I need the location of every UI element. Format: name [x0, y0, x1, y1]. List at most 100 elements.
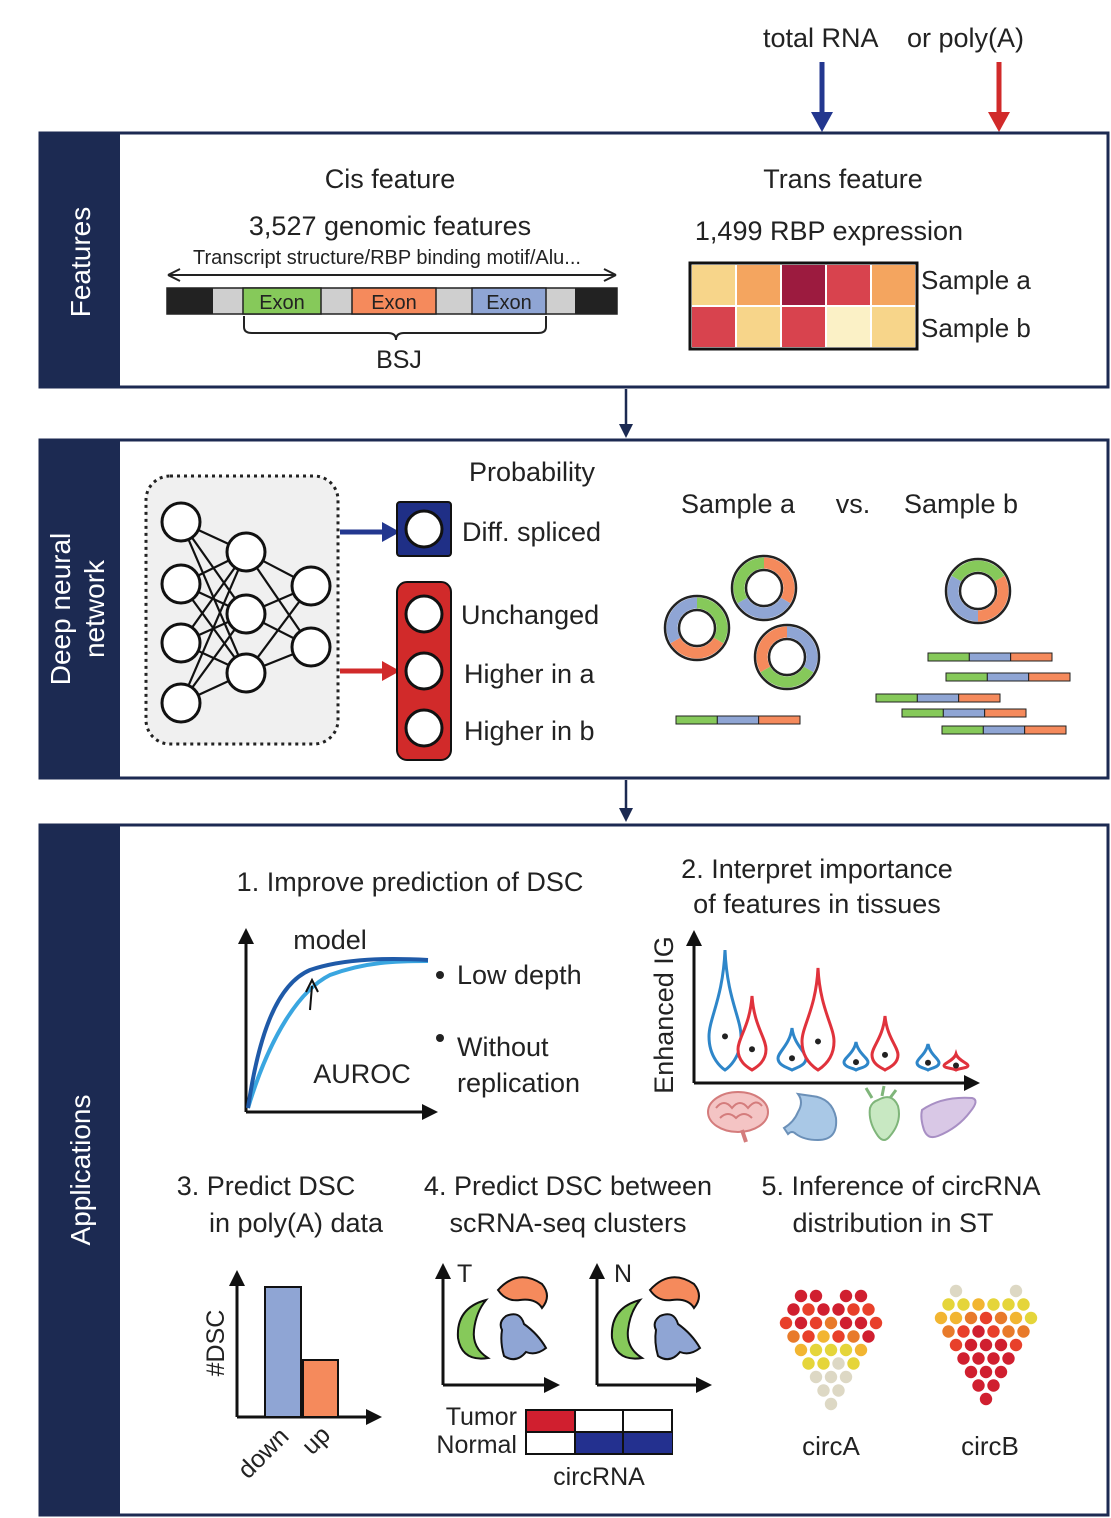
violin	[800, 967, 836, 1072]
spatial-dot	[847, 1303, 860, 1316]
nn-node	[225, 531, 267, 573]
violin-median	[882, 1051, 888, 1058]
exon-label-1: Exon	[259, 292, 305, 314]
cis-span-arrow	[167, 268, 617, 282]
nn-node	[160, 622, 202, 664]
app4-title-line2: scRNA-seq clusters	[449, 1208, 686, 1238]
spatial-dot	[949, 1338, 963, 1352]
violin	[736, 995, 768, 1072]
app4-tumor-plot	[435, 1263, 560, 1393]
spatial-dot	[1002, 1298, 1015, 1311]
spatial-dot	[862, 1330, 875, 1343]
ring-outline	[730, 554, 798, 622]
spatial-dot	[934, 1311, 948, 1325]
bullet-1	[436, 971, 444, 979]
spatial-dot	[839, 1316, 853, 1330]
dnn-side-label-1: Deep neural	[45, 533, 76, 686]
cluster-green-n	[610, 1298, 645, 1360]
cluster-blue-t	[499, 1313, 548, 1361]
spatial-dot	[839, 1289, 853, 1303]
app1-bullet2b: replication	[457, 1068, 580, 1098]
app1-model-label: model	[293, 925, 367, 955]
spatial-dot	[817, 1384, 830, 1397]
circrna-rings	[663, 554, 1012, 691]
read-segment	[986, 672, 1030, 682]
spatial-dot	[994, 1311, 1008, 1325]
applications-panel: Applications 1. Improve prediction of DS…	[38, 823, 1110, 1517]
bullet-2	[436, 1034, 444, 1042]
ring-inner	[677, 608, 717, 648]
heart-icon	[864, 1085, 900, 1141]
polya-arrow	[988, 62, 1010, 132]
spatial-dot	[987, 1352, 1000, 1365]
violin-median	[749, 1046, 755, 1053]
nn-node	[160, 682, 202, 724]
spatial-dot	[1009, 1311, 1023, 1325]
spatial-dot	[817, 1330, 830, 1343]
spatial-dot	[854, 1316, 868, 1330]
ring-outline	[944, 557, 1012, 625]
ring-segment	[786, 626, 818, 673]
read-segment	[942, 708, 986, 718]
read-segment	[945, 672, 988, 682]
read-segment	[1024, 725, 1067, 735]
spatial-dot	[832, 1384, 845, 1397]
spatial-dot	[964, 1338, 978, 1352]
app3-ylabel: #DSC	[202, 1310, 230, 1377]
violin-median	[789, 1055, 795, 1062]
spatial-dot	[972, 1379, 985, 1392]
app4-normal-plot	[589, 1263, 712, 1393]
nn-node	[225, 593, 267, 635]
dnn-vs-label: vs.	[836, 489, 871, 519]
diff-spliced-output	[396, 501, 452, 557]
exon-label-2: Exon	[371, 292, 417, 314]
liver-icon	[920, 1096, 977, 1139]
cluster-orange-n	[648, 1276, 700, 1310]
spatial-dot	[802, 1357, 815, 1370]
probability-label: Probability	[469, 457, 596, 487]
read-segment	[968, 652, 1012, 662]
unchanged-label: Unchanged	[461, 600, 599, 630]
spatial-dot	[824, 1370, 838, 1384]
spatial-dot	[942, 1325, 955, 1338]
violin	[870, 1015, 900, 1072]
app3-bar-chart	[229, 1270, 382, 1425]
read-segment	[941, 725, 984, 735]
spatial-dot	[824, 1343, 838, 1357]
spatial-dot	[972, 1298, 985, 1311]
spatial-dot	[957, 1298, 970, 1311]
heatmap-cell	[737, 265, 780, 305]
ring-outline	[753, 623, 821, 691]
spatial-dot	[1002, 1325, 1015, 1338]
ring-segment	[733, 557, 765, 604]
read-segment	[758, 715, 801, 725]
read-segment	[875, 693, 918, 703]
violin-median	[815, 1038, 821, 1045]
spatial-dot	[809, 1289, 823, 1303]
spatial-dot	[832, 1330, 845, 1343]
app5-title-line2: distribution in ST	[792, 1208, 993, 1238]
stomach-icon	[782, 1092, 838, 1142]
bar-down	[264, 1286, 302, 1418]
app3-title-line1: 3. Predict DSC	[177, 1171, 356, 1201]
spatial-dot	[972, 1352, 985, 1365]
ring-segment	[977, 575, 1009, 622]
app1-bullet2a: Without	[457, 1032, 549, 1062]
spatial-dot	[862, 1303, 875, 1316]
heatmap-cell	[872, 307, 915, 347]
heatmap-cell	[827, 307, 870, 347]
app1-roc-plot	[238, 928, 438, 1120]
spatial-dot	[817, 1357, 830, 1370]
spatial-dot	[972, 1325, 985, 1338]
spatial-dot	[802, 1330, 815, 1343]
app4-circrna-label: circRNA	[553, 1463, 645, 1491]
spatial-dot	[949, 1284, 963, 1298]
spatial-dot	[979, 1392, 993, 1406]
bar-up	[302, 1359, 339, 1418]
ring-segment	[666, 597, 698, 644]
ring-outline	[663, 594, 731, 662]
app3-title-line2: in poly(A) data	[209, 1208, 384, 1238]
spatial-dot	[979, 1365, 993, 1379]
spatial-dot	[824, 1397, 838, 1411]
spatial-dot	[987, 1379, 1000, 1392]
